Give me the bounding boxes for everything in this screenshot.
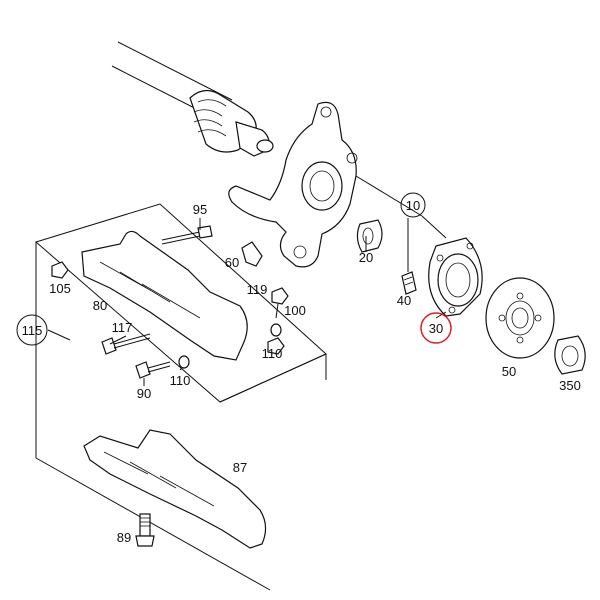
callout-30[interactable]: 30 <box>429 321 443 336</box>
wheel-hub-30 <box>428 237 483 317</box>
bolt-95 <box>161 225 213 245</box>
callout-10[interactable]: 10 <box>406 198 420 213</box>
nut-110-right <box>267 337 285 355</box>
stud-89 <box>135 513 155 547</box>
washer-110-left <box>178 355 190 369</box>
bolt-90 <box>135 361 171 379</box>
nut-105 <box>51 261 69 279</box>
assembly-frame <box>34 203 327 591</box>
cover-87 <box>83 429 267 549</box>
bracket-80 <box>81 230 248 361</box>
callout-87[interactable]: 87 <box>233 460 247 475</box>
callout-60[interactable]: 60 <box>225 255 239 270</box>
callout-105[interactable]: 105 <box>49 281 71 296</box>
drive-shaft <box>111 41 274 157</box>
callout-circle-115 <box>16 314 48 346</box>
callout-350[interactable]: 350 <box>559 378 581 393</box>
callout-50[interactable]: 50 <box>502 364 516 379</box>
callout-89[interactable]: 89 <box>117 530 131 545</box>
callout-117[interactable]: 117 <box>112 320 133 335</box>
callout-95[interactable]: 95 <box>193 202 207 217</box>
callout-40[interactable]: 40 <box>397 293 411 308</box>
callout-100[interactable]: 100 <box>284 303 306 318</box>
callout-110-right[interactable]: 110 <box>262 346 283 361</box>
leader-lines <box>35 215 447 386</box>
nut-350 <box>554 335 586 375</box>
callout-80[interactable]: 80 <box>93 298 107 313</box>
brake-disc-50 <box>485 277 555 359</box>
steering-knuckle <box>228 101 423 268</box>
bolt-117 <box>101 333 151 355</box>
callout-circle-10 <box>400 192 426 218</box>
bolt-40 <box>401 271 417 295</box>
callout-20[interactable]: 20 <box>359 250 373 265</box>
clip-60 <box>241 241 263 267</box>
callout-115[interactable]: 115 <box>22 323 43 338</box>
washer-100 <box>270 323 282 337</box>
callout-90[interactable]: 90 <box>137 386 151 401</box>
callout-circle-30-selected[interactable] <box>420 312 452 344</box>
callout-110-left[interactable]: 110 <box>170 373 191 388</box>
callout-119[interactable]: 119 <box>247 282 268 297</box>
bushing-20 <box>356 219 383 253</box>
nut-119 <box>271 287 289 305</box>
